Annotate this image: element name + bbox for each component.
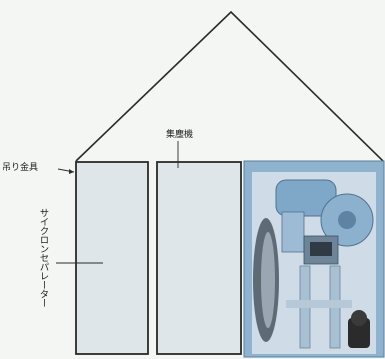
machine-unit — [243, 160, 385, 358]
base-plate — [286, 300, 352, 308]
dust-collector-label: 集塵機 — [166, 130, 194, 140]
hook-leader-arrow — [69, 169, 74, 174]
intake-pipe — [281, 211, 305, 253]
control-panel — [310, 242, 332, 256]
cyclone-separator-panel — [75, 161, 149, 355]
roof-outline — [75, 10, 384, 162]
cyclone-separator-label: サイクロンセパレーター — [37, 208, 49, 307]
dust-collector-panel — [156, 161, 242, 355]
hook-label: 吊り金具 — [2, 163, 39, 173]
dust-bin — [348, 318, 370, 348]
belt-drum-inner — [261, 232, 275, 328]
dust-bin-cap — [351, 310, 367, 326]
fan-hub — [338, 211, 356, 229]
